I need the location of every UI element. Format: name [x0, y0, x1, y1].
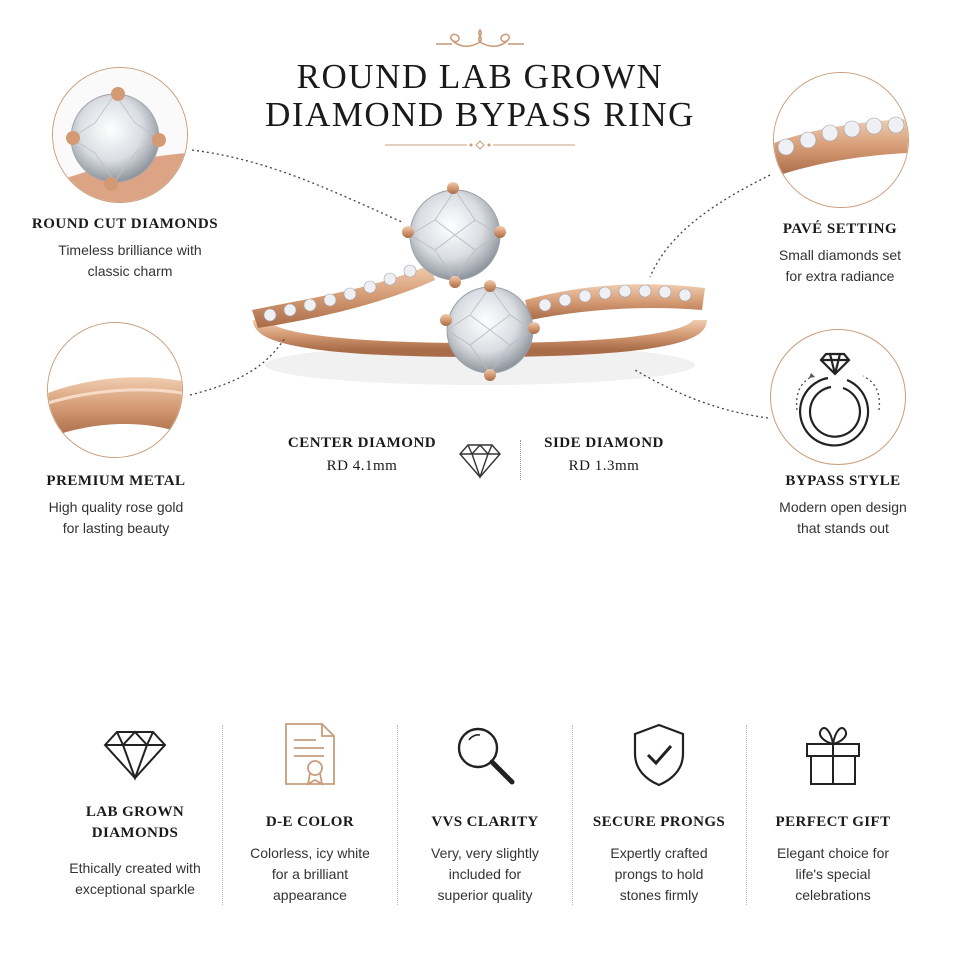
benefit-desc-line2: included for: [448, 866, 522, 882]
pave-setting-desc: Small diamonds set for extra radiance: [740, 245, 940, 287]
benefit-desc-line2: for a brilliant: [271, 866, 349, 882]
ring-image: [252, 182, 707, 385]
benefit-desc-line1: Colorless, icy white: [250, 845, 370, 861]
benefit-title-line2: DIAMONDS: [91, 825, 179, 841]
premium-metal-closeup: [47, 322, 183, 458]
benefit-desc-line1: Expertly crafted: [610, 845, 708, 861]
benefit-divider: [222, 725, 223, 905]
round-cut-title: ROUND CUT DIAMONDS: [31, 216, 219, 232]
benefit-desc-line1: Elegant choice for: [776, 845, 890, 861]
benefit-lab-grown: LAB GROWN DIAMONDS Ethically created wit…: [48, 720, 222, 900]
round-cut-desc: Timeless brilliance with classic charm: [10, 240, 250, 282]
premium-metal-desc-line1: High quality rose gold: [48, 499, 184, 515]
round-diamond-image: [53, 68, 187, 202]
center-diamond-label: CENTER DIAMOND: [287, 435, 437, 451]
premium-metal-desc: High quality rose gold for lasting beaut…: [0, 497, 232, 539]
bypass-desc-line2: that stands out: [797, 520, 889, 536]
benefit-desc-line2: exceptional sparkle: [75, 881, 195, 897]
diamond-icon: [459, 443, 501, 479]
benefit-title: VVS CLARITY: [431, 814, 539, 830]
bypass-style-badge: [770, 329, 906, 465]
title-line-2: DIAMOND BYPASS RING: [265, 95, 695, 134]
pave-band-image: [774, 73, 908, 207]
round-cut-desc-line1: Timeless brilliance with: [58, 242, 202, 258]
rose-gold-band-image: [48, 323, 182, 457]
bypass-desc-line1: Modern open design: [779, 499, 907, 515]
benefit-title: PERFECT GIFT: [775, 814, 891, 830]
premium-metal-title: PREMIUM METAL: [46, 473, 186, 489]
page-title: ROUND LAB GROWN DIAMOND BYPASS RING: [0, 58, 960, 134]
round-cut-closeup: [52, 67, 188, 203]
spec-divider: [520, 440, 521, 480]
benefit-gift: PERFECT GIFT Elegant choice for life's s…: [746, 720, 920, 906]
benefit-desc-line2: prongs to hold: [614, 866, 704, 882]
certificate-icon: [285, 723, 335, 786]
benefit-desc-line3: celebrations: [795, 887, 871, 903]
pave-desc-line1: Small diamonds set: [778, 247, 902, 263]
side-diamond-label: SIDE DIAMOND: [544, 435, 664, 451]
round-cut-desc-line2: classic charm: [87, 263, 173, 279]
title-line-1: ROUND LAB GROWN: [296, 57, 664, 96]
benefit-title-line1: LAB GROWN: [85, 804, 185, 820]
side-diamond-value: RD 1.3mm: [568, 458, 640, 474]
benefit-desc-line1: Ethically created with: [69, 860, 201, 876]
bypass-style-desc: Modern open design that stands out: [743, 497, 943, 539]
magnifier-icon: [457, 727, 515, 785]
benefit-color: D-E COLOR Colorless, icy white for a bri…: [223, 720, 397, 906]
ornament-flourish-icon: [436, 28, 524, 48]
premium-metal-desc-line2: for lasting beauty: [62, 520, 170, 536]
shield-check-icon: [633, 723, 685, 787]
benefit-prongs: SECURE PRONGS Expertly crafted prongs to…: [572, 720, 746, 906]
benefit-divider: [746, 725, 747, 905]
benefit-desc-line3: appearance: [273, 887, 347, 903]
benefit-title: SECURE PRONGS: [592, 814, 726, 830]
benefit-desc-line1: Very, very slightly: [431, 845, 539, 861]
pave-desc-line2: for extra radiance: [785, 268, 895, 284]
benefit-clarity: VVS CLARITY Very, very slightly included…: [398, 720, 572, 906]
benefit-desc-line2: life's special: [795, 866, 871, 882]
center-diamond-value: RD 4.1mm: [326, 458, 398, 474]
benefit-desc-line3: superior quality: [437, 887, 533, 903]
title-divider: [385, 140, 575, 150]
benefit-title: D-E COLOR: [265, 814, 355, 830]
pave-setting-closeup: [773, 72, 909, 208]
diamond-icon: [103, 730, 167, 781]
bypass-style-title: BYPASS STYLE: [785, 473, 901, 489]
pave-setting-title: PAVÉ SETTING: [782, 221, 898, 237]
benefit-divider: [572, 725, 573, 905]
gift-icon: [806, 726, 860, 785]
benefit-divider: [397, 725, 398, 905]
bypass-ring-icon: [795, 352, 881, 447]
benefit-desc-line3: stones firmly: [619, 887, 699, 903]
